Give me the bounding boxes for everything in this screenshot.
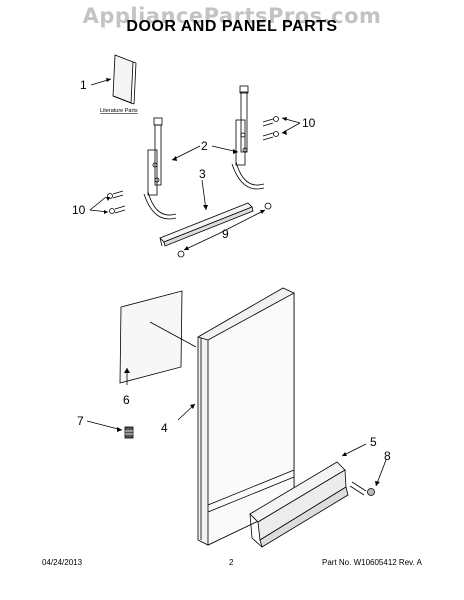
watermark: AppliancePartsPros.com <box>82 4 382 28</box>
clip-part <box>124 426 134 439</box>
door-rail <box>159 202 272 258</box>
callout-4: 4 <box>161 421 168 435</box>
hinge-right <box>231 85 265 190</box>
footer-page-number: 2 <box>229 558 234 567</box>
panel-to-door-line <box>149 321 197 348</box>
footer-date: 04/24/2013 <box>42 558 83 567</box>
callout-10-left: 10 <box>72 203 86 217</box>
toe-panel-screw <box>349 481 375 496</box>
callout-5: 5 <box>370 435 377 449</box>
callout-7: 7 <box>77 414 84 428</box>
callout-10-right: 10 <box>302 116 316 130</box>
outer-door-panel <box>197 287 295 546</box>
screws-right <box>262 116 279 141</box>
leader-7 <box>86 420 123 431</box>
literature-parts-label: Literature Parts <box>100 108 138 114</box>
insulation-panel <box>119 290 183 384</box>
callout-9: 9 <box>222 227 229 241</box>
callout-2: 2 <box>201 139 208 153</box>
page-title: DOOR AND PANEL PARTS <box>126 18 338 35</box>
literature-booklet <box>112 54 137 105</box>
callout-6: 6 <box>123 393 130 407</box>
callout-1: 1 <box>80 78 87 92</box>
hinge-left <box>143 117 177 220</box>
leader-9-right <box>217 209 266 235</box>
screws-left <box>107 190 126 214</box>
footer-part-number: Part No. W10605412 Rev. A <box>322 558 422 567</box>
leader-2-left <box>171 145 201 161</box>
callout-3: 3 <box>199 167 206 181</box>
callout-8: 8 <box>384 449 391 463</box>
toe-panel <box>249 461 349 548</box>
leader-10-left-a <box>89 196 107 211</box>
leader-9-left <box>183 233 219 251</box>
